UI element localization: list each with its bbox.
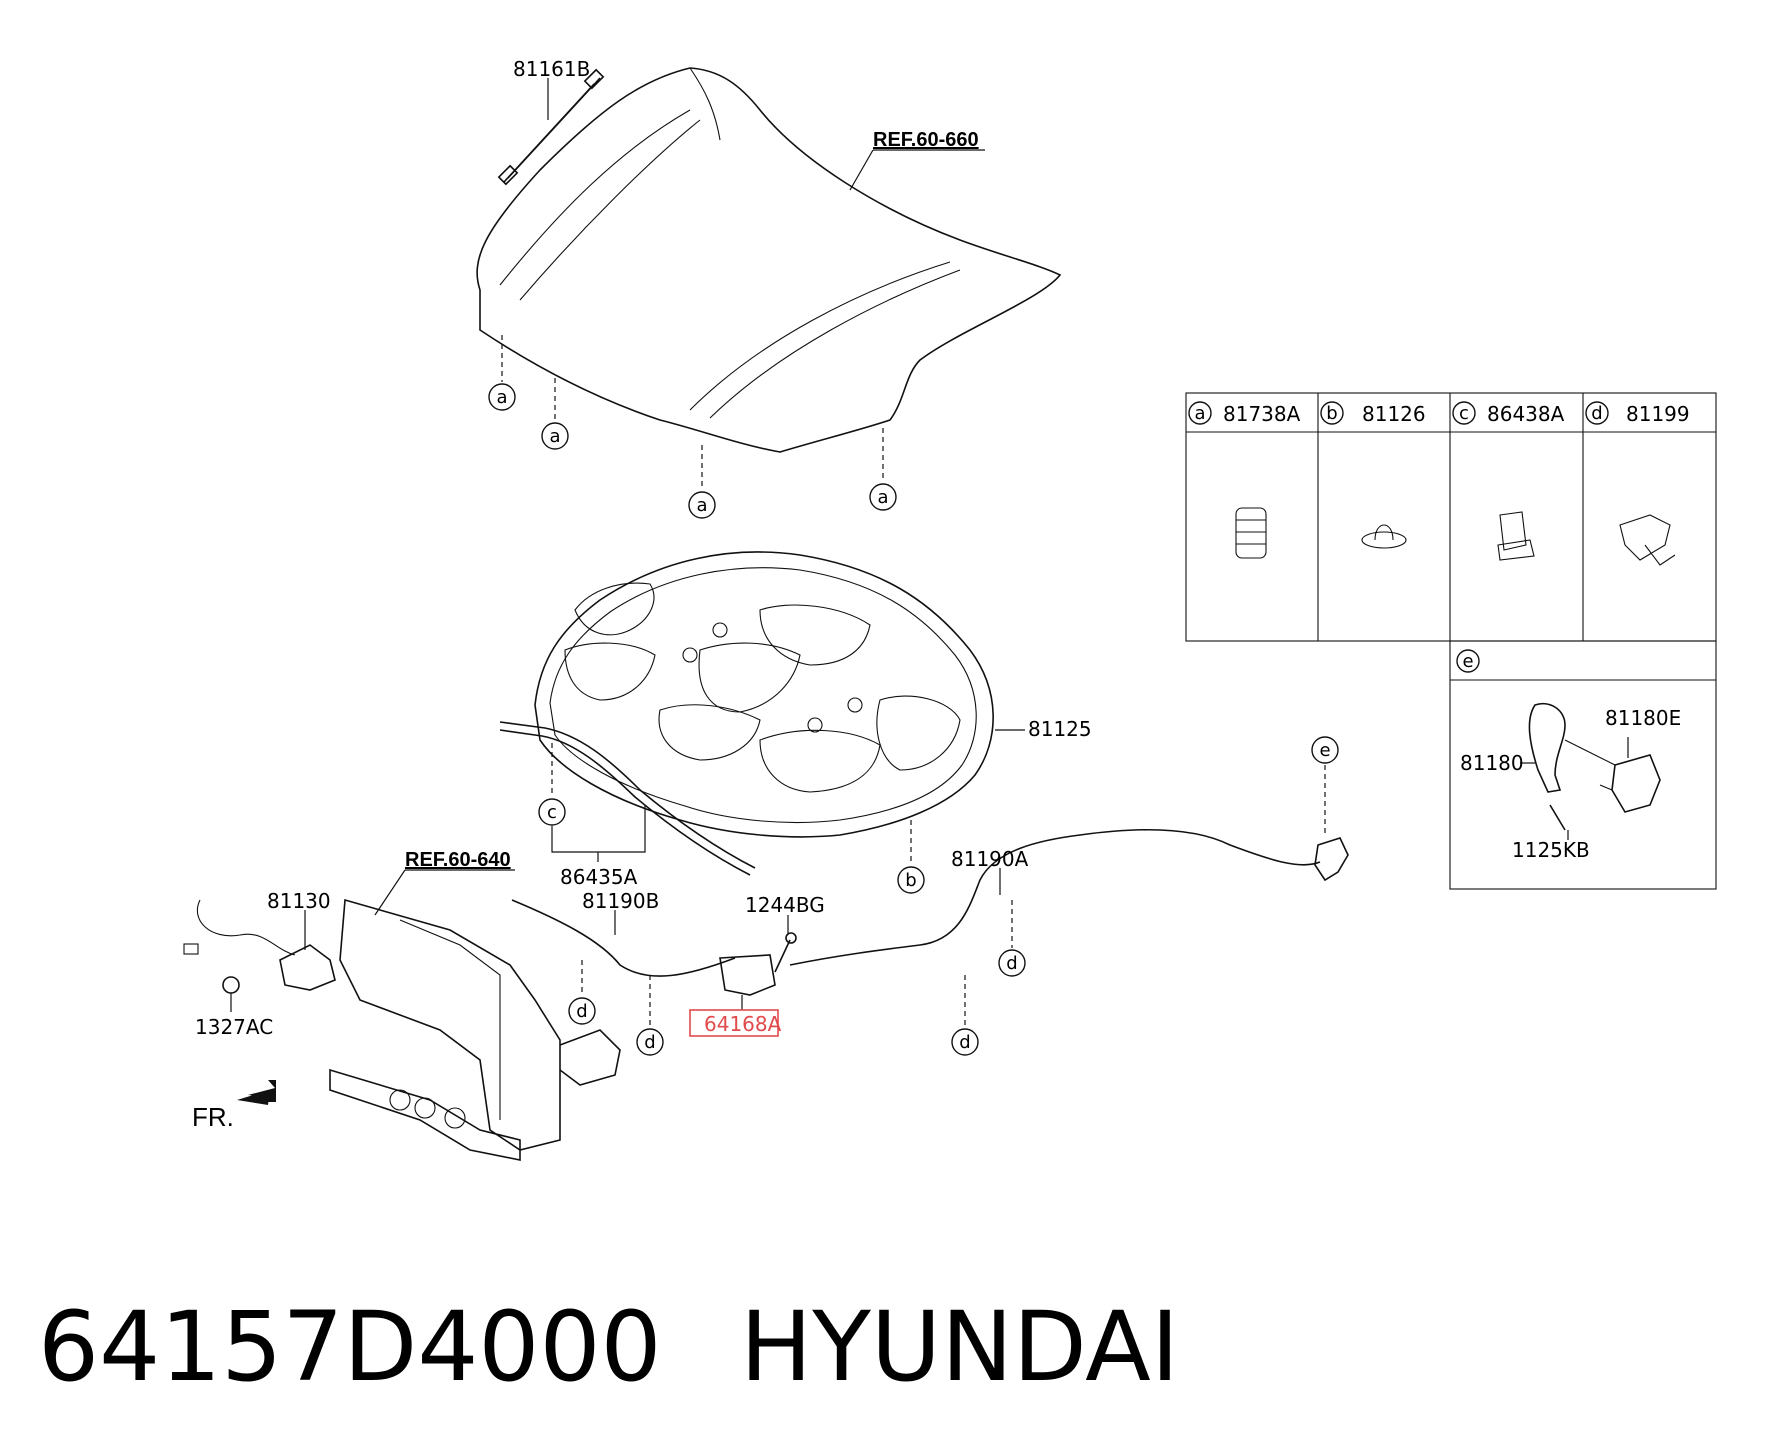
highlight-box [689,1009,779,1037]
front-direction-marker: FR. [192,1080,276,1132]
legend-d-icon [1619,514,1676,566]
callout-a-1: a [496,387,507,408]
legend-e-1125KB: 1125KB [1512,838,1590,862]
legend-d-letter: d [1591,403,1602,424]
callout-b: b [905,870,916,891]
label-81190A: 81190A [951,847,1029,871]
legend-e-letter: e [1462,651,1473,672]
legend-d-part: 81199 [1626,402,1690,426]
release-cable-b: 81190B d d [511,889,736,1056]
ref-60-640: REF.60-640 [405,849,511,871]
label-81161B: 81161B [513,57,590,81]
legend-a-icon [1235,507,1267,559]
ref-hood: REF.60-660 [849,129,985,191]
callout-c: c [547,802,557,823]
legend-table: a 81738A b 81126 c 86438A d 81199 [1185,392,1717,890]
legend-e-handle [1528,703,1661,831]
label-81190B: 81190B [582,889,659,913]
legend-a-part: 81738A [1223,402,1301,426]
label-81125: 81125 [1028,717,1092,741]
label-81130: 81130 [267,889,331,913]
part-number-title: 64157D4000 [38,1291,662,1403]
callout-a-2: a [549,426,560,447]
legend-c-letter: c [1459,403,1469,424]
legend-e-81180: 81180 [1460,751,1524,775]
label-1244BG: 1244BG [745,893,825,917]
release-handle-end: e [1311,736,1349,882]
legend-c-icon [1497,511,1535,561]
legend-a-letter: a [1194,403,1205,424]
legend-e-81180E: 81180E [1605,706,1681,730]
brand-title: HYUNDAI [740,1291,1179,1403]
hood-latch: 81130 1327AC [183,889,336,1039]
cable-bracket: 64168A [689,954,782,1037]
legend-b-icon [1361,524,1407,549]
ref-60-660: REF.60-660 [873,129,979,151]
legend-b-letter: b [1326,403,1337,424]
hood [476,67,1062,453]
callout-e: e [1319,740,1330,761]
callout-a-3: a [696,495,707,516]
release-cable-a: 81190A d d [789,828,1321,1056]
label-1327AC: 1327AC [195,1015,273,1039]
legend-c-part: 86438A [1487,402,1565,426]
hood-callouts: a a a a [488,335,897,519]
callout-d-2: d [644,1032,655,1053]
insulator-callout-b: b [897,820,925,894]
front-panel: REF.60-640 [329,849,621,1161]
fr-label: FR. [192,1102,234,1132]
callout-d-1: d [576,1001,587,1022]
legend-b-part: 81126 [1362,402,1426,426]
hood-insulator: 81125 [534,551,1092,838]
hood-lift-support: 81161B [497,57,605,186]
callout-d-3: d [1006,953,1017,974]
callout-a-4: a [877,487,888,508]
insulator-rail: c 86435A [499,721,756,889]
callout-d-4: d [959,1032,970,1053]
label-64168A: 64168A [704,1012,782,1036]
bolt: 1244BG [745,893,825,973]
label-86435A: 86435A [560,865,638,889]
